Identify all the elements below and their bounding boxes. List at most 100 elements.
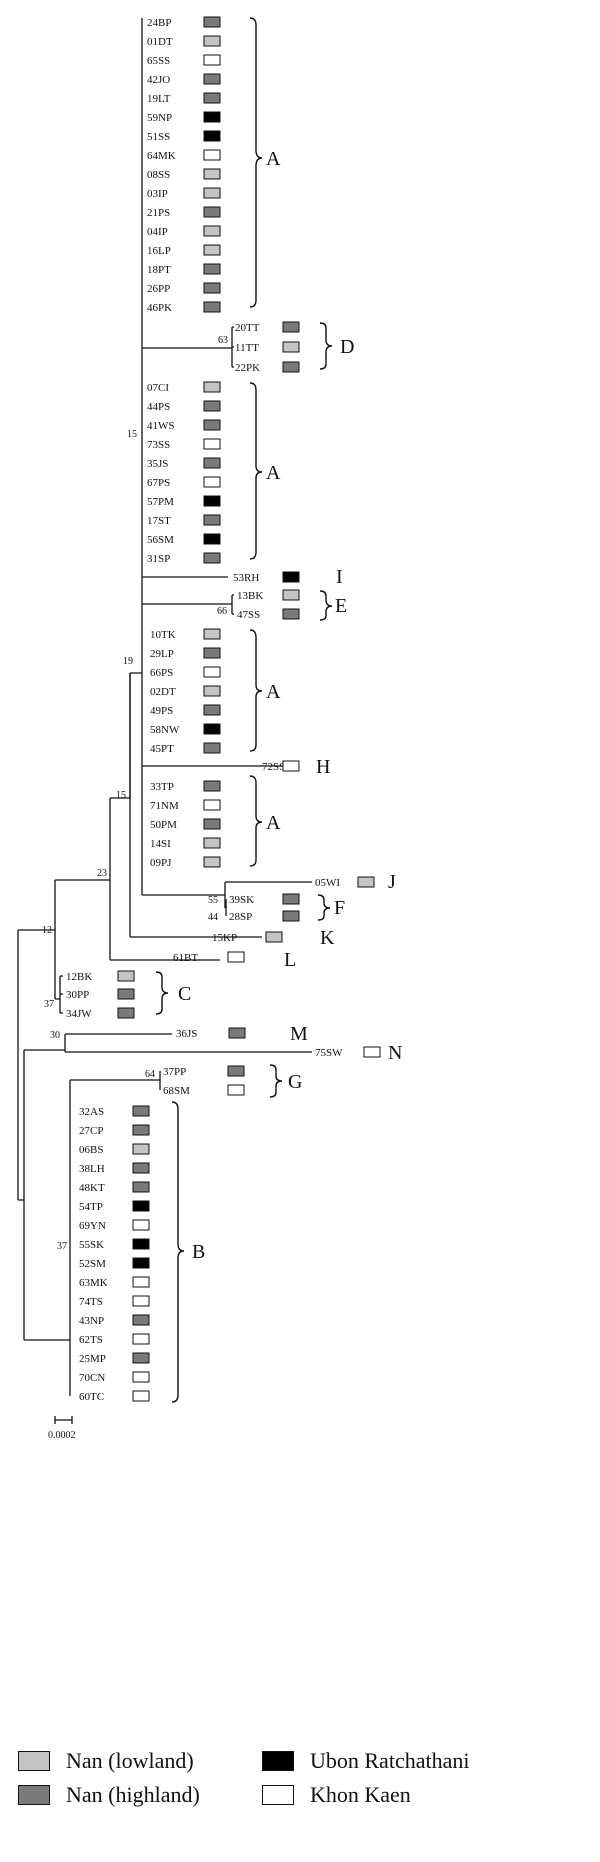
tip-label-47SS: 47SS bbox=[237, 609, 260, 621]
tip-label-21PS: 21PS bbox=[147, 207, 170, 219]
tip-label-11TT: 11TT bbox=[235, 342, 259, 354]
bootstrap-values: 63 15 19 66 15 55 44 23 12 37 30 64 37 bbox=[42, 335, 228, 1252]
tree-branches bbox=[17, 18, 312, 1396]
tip-label-30PP: 30PP bbox=[66, 989, 89, 1001]
bootstrap-15-a: 15 bbox=[127, 429, 137, 440]
tip-swatch-36JS bbox=[228, 1027, 246, 1039]
tip-label-07CI: 07CI bbox=[147, 382, 169, 394]
tip-swatch-55SK bbox=[132, 1238, 150, 1250]
tip-label-51SS: 51SS bbox=[147, 131, 170, 143]
tip-label-59NP: 59NP bbox=[147, 112, 172, 124]
tip-label-74TS: 74TS bbox=[79, 1296, 103, 1308]
tip-label-48KT: 48KT bbox=[79, 1182, 105, 1194]
tip-swatch-58NW bbox=[203, 723, 221, 735]
tip-swatch-13BK bbox=[282, 589, 300, 601]
tip-label-52SM: 52SM bbox=[79, 1258, 106, 1270]
tip-swatch-30PP bbox=[117, 988, 135, 1000]
tip-swatch-25MP bbox=[132, 1352, 150, 1364]
tip-label-73SS: 73SS bbox=[147, 439, 170, 451]
tip-label-70CN: 70CN bbox=[79, 1372, 105, 1384]
legend-swatch-ubon bbox=[262, 1751, 294, 1771]
clade-letter-C: C bbox=[178, 983, 191, 1005]
tip-label-27CP: 27CP bbox=[79, 1125, 103, 1137]
tip-label-45PT: 45PT bbox=[150, 743, 174, 755]
tip-label-60TC: 60TC bbox=[79, 1391, 104, 1403]
bootstrap-66: 66 bbox=[217, 606, 227, 617]
legend: Nan (lowland) Nan (highland) Ubon Ratcha… bbox=[18, 1748, 598, 1848]
tip-swatch-26PP bbox=[203, 282, 221, 294]
tip-swatch-24BP bbox=[203, 16, 221, 28]
tip-label-57PM: 57PM bbox=[147, 496, 174, 508]
tip-swatch-47SS bbox=[282, 608, 300, 620]
tip-label-02DT: 02DT bbox=[150, 686, 176, 698]
tip-label-13BK: 13BK bbox=[237, 590, 263, 602]
tip-label-04IP: 04IP bbox=[147, 226, 168, 238]
legend-item-ubon: Ubon Ratchathani bbox=[262, 1748, 469, 1774]
tip-label-67PS: 67PS bbox=[147, 477, 170, 489]
tip-label-35JS: 35JS bbox=[147, 458, 168, 470]
tip-label-46PK: 46PK bbox=[147, 302, 172, 314]
legend-label-khon: Khon Kaen bbox=[310, 1782, 411, 1807]
legend-label-lowland: Nan (lowland) bbox=[66, 1748, 194, 1773]
scale-bar-label: 0.0002 bbox=[48, 1430, 76, 1441]
tip-swatch-31SP bbox=[203, 552, 221, 564]
tip-swatch-14SI bbox=[203, 837, 221, 849]
clade-brackets bbox=[155, 17, 333, 1403]
tip-label-14SI: 14SI bbox=[150, 838, 171, 850]
tip-swatch-28SP bbox=[282, 910, 300, 922]
tip-swatch-35JS bbox=[203, 457, 221, 469]
tip-swatch-43NP bbox=[132, 1314, 150, 1326]
tip-swatch-73SS bbox=[203, 438, 221, 450]
tip-label-44PS: 44PS bbox=[147, 401, 170, 413]
tip-swatch-16LP bbox=[203, 244, 221, 256]
tip-swatch-21PS bbox=[203, 206, 221, 218]
tip-swatch-64MK bbox=[203, 149, 221, 161]
tip-label-49PS: 49PS bbox=[150, 705, 173, 717]
tip-swatch-62TS bbox=[132, 1333, 150, 1345]
tip-swatch-07CI bbox=[203, 381, 221, 393]
bracket-G bbox=[269, 1064, 283, 1098]
bracket-A2 bbox=[249, 382, 263, 560]
tip-swatch-48KT bbox=[132, 1181, 150, 1193]
clade-letter-F: F bbox=[334, 897, 345, 919]
tip-label-34JW: 34JW bbox=[66, 1008, 92, 1020]
tip-swatch-09PJ bbox=[203, 856, 221, 868]
tip-swatch-32AS bbox=[132, 1105, 150, 1117]
tip-swatch-38LH bbox=[132, 1162, 150, 1174]
clade-letter-L: L bbox=[284, 949, 296, 971]
tip-label-26PP: 26PP bbox=[147, 283, 170, 295]
tip-swatch-17ST bbox=[203, 514, 221, 526]
bootstrap-19: 19 bbox=[123, 656, 133, 667]
bootstrap-55: 55 bbox=[208, 895, 218, 906]
tip-swatch-27CP bbox=[132, 1124, 150, 1136]
tip-swatch-53RH bbox=[282, 571, 300, 583]
tip-label-43NP: 43NP bbox=[79, 1315, 104, 1327]
tip-swatch-59NP bbox=[203, 111, 221, 123]
tip-label-24BP: 24BP bbox=[147, 17, 171, 29]
tip-label-16LP: 16LP bbox=[147, 245, 171, 257]
tip-label-33TP: 33TP bbox=[150, 781, 174, 793]
tip-label-53RH: 53RH bbox=[233, 572, 259, 584]
tip-swatch-72SS bbox=[282, 760, 300, 772]
tip-label-66PS: 66PS bbox=[150, 667, 173, 679]
tip-label-19LT: 19LT bbox=[147, 93, 171, 105]
clade-letter-A4: A bbox=[266, 812, 281, 834]
tip-swatch-70CN bbox=[132, 1371, 150, 1383]
clade-letter-I: I bbox=[336, 566, 343, 588]
tip-swatch-05WI bbox=[357, 876, 375, 888]
clade-letter-D: D bbox=[340, 336, 354, 358]
tip-swatch-74TS bbox=[132, 1295, 150, 1307]
bootstrap-64: 64 bbox=[145, 1069, 155, 1080]
tip-label-41WS: 41WS bbox=[147, 420, 175, 432]
tip-swatch-61BT bbox=[227, 951, 245, 963]
tip-swatch-45PT bbox=[203, 742, 221, 754]
tip-label-38LH: 38LH bbox=[79, 1163, 105, 1175]
tip-swatch-01DT bbox=[203, 35, 221, 47]
tip-swatch-54TP bbox=[132, 1200, 150, 1212]
tip-swatch-22PK bbox=[282, 361, 300, 373]
tip-label-05WI: 05WI bbox=[315, 877, 340, 889]
clade-letter-G: G bbox=[288, 1071, 302, 1093]
tip-label-17ST: 17ST bbox=[147, 515, 171, 527]
tip-label-36JS: 36JS bbox=[176, 1028, 197, 1040]
tip-swatch-29LP bbox=[203, 647, 221, 659]
